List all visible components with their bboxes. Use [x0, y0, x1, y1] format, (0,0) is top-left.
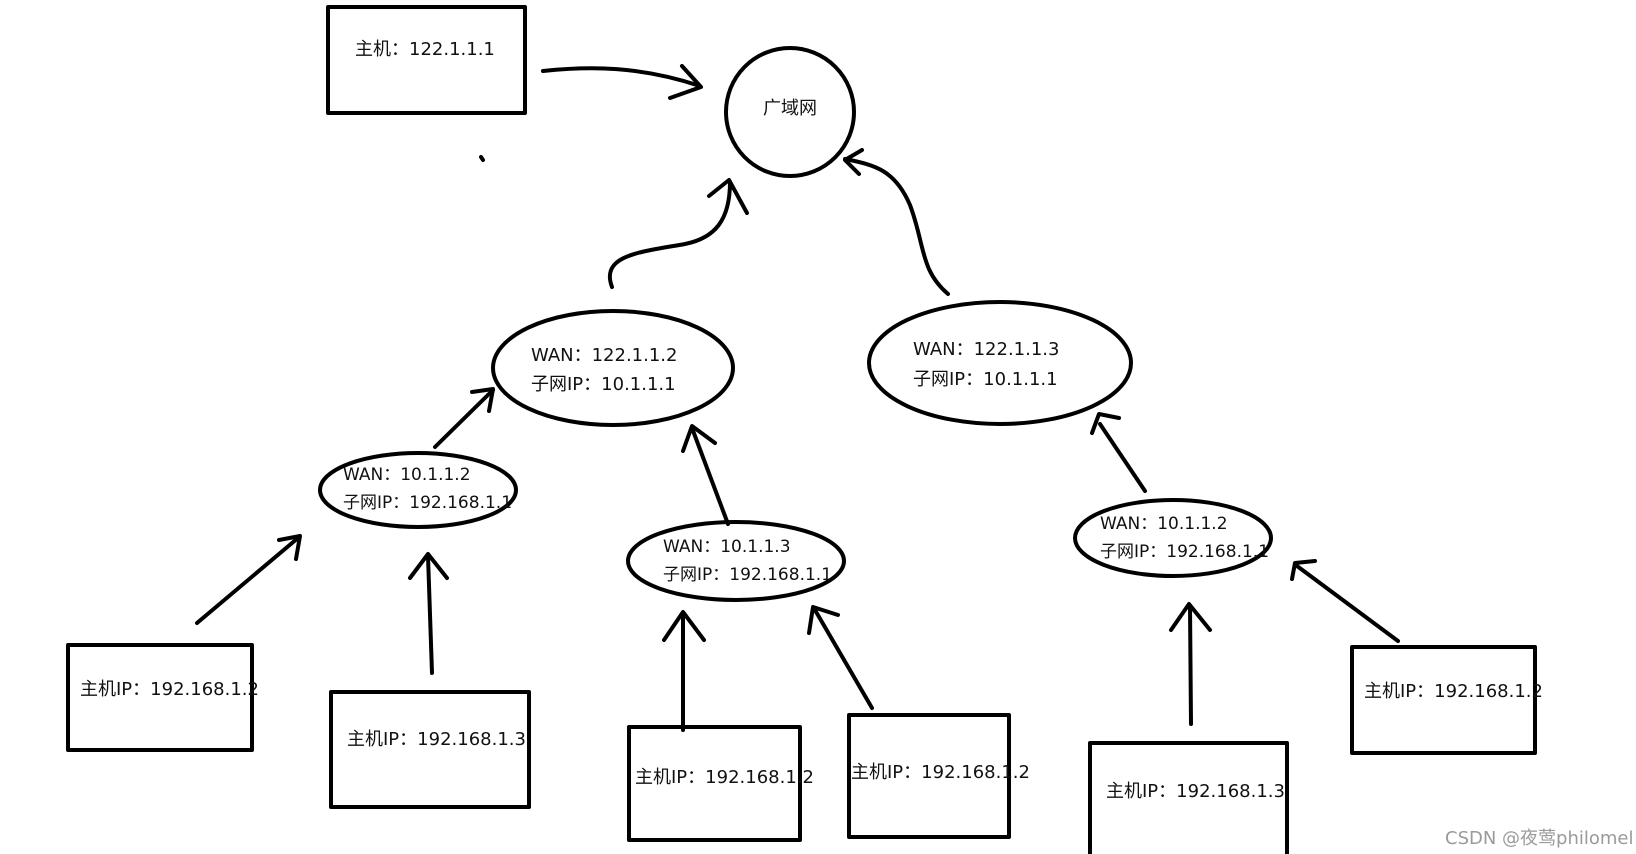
arrow-host-3-to-router-left-sub-b	[662, 610, 706, 732]
host-label-2: 主机IP：192.168.1.3	[347, 729, 526, 750]
arrow-host-2-to-router-left-sub-a	[408, 552, 449, 675]
watermark: CSDN @夜莺philomel	[1445, 828, 1634, 849]
arrow-router-left-to-wan	[607, 178, 749, 289]
public-host-box: 主机：122.1.1.1	[326, 5, 527, 115]
host-label-1: 主机IP：192.168.1.2	[80, 679, 259, 700]
arrow-router-right-to-wan	[843, 148, 950, 296]
public-host-label: 主机：122.1.1.1	[355, 39, 495, 60]
arrow-left-sub-a-to-router-left	[433, 387, 495, 449]
arrow-host-1-to-router-left-sub-a	[195, 534, 302, 625]
host-box-3: 主机IP：192.168.1.2	[627, 725, 814, 842]
router-left-sub-a: WAN：10.1.1.2 子网IP：192.168.1.1	[318, 451, 518, 529]
router-left-subnet: 子网IP：10.1.1.1	[531, 374, 676, 395]
router-left-sub-b-subnet: 子网IP：192.168.1.1	[663, 565, 832, 585]
router-right-sub: WAN：10.1.1.2 子网IP：192.168.1.1	[1073, 498, 1273, 578]
host-box-1: 主机IP：192.168.1.2	[66, 643, 259, 752]
arrow-left-sub-b-to-router-left	[681, 424, 730, 526]
host-label-5: 主机IP：192.168.1.3	[1106, 781, 1285, 802]
router-right: WAN：122.1.1.3 子网IP：10.1.1.1	[867, 300, 1133, 426]
host-box-2: 主机IP：192.168.1.3	[329, 690, 531, 809]
arrow-public-host-to-wan	[541, 64, 703, 100]
arrow-host-4-to-router-left-sub-b	[807, 605, 874, 710]
router-left-sub-a-subnet: 子网IP：192.168.1.1	[343, 493, 512, 513]
wan-node: 广域网	[724, 46, 856, 178]
host-label-6: 主机IP：192.168.1.2	[1364, 681, 1543, 702]
arrow-right-sub-to-router-right	[1090, 412, 1147, 493]
router-left-sub-a-wan: WAN：10.1.1.2	[343, 465, 471, 485]
arrow-host-6-to-router-right-sub	[1290, 559, 1400, 643]
router-left-sub-b: WAN：10.1.1.3 子网IP：192.168.1.1	[626, 520, 846, 602]
router-left: WAN：122.1.1.2 子网IP：10.1.1.1	[491, 309, 735, 427]
router-left-sub-b-wan: WAN：10.1.1.3	[663, 537, 791, 557]
host-label-3: 主机IP：192.168.1.2	[635, 767, 814, 788]
router-right-sub-wan: WAN：10.1.1.2	[1100, 514, 1228, 534]
host-box-6: 主机IP：192.168.1.2	[1350, 645, 1543, 755]
router-right-subnet: 子网IP：10.1.1.1	[913, 369, 1058, 390]
stray-mark	[479, 155, 485, 162]
wan-node-label: 广域网	[763, 98, 817, 119]
router-right-sub-subnet: 子网IP：192.168.1.1	[1100, 542, 1269, 562]
host-box-4: 主机IP：192.168.1.2	[847, 713, 1030, 839]
router-left-wan: WAN：122.1.1.2	[531, 345, 677, 366]
host-box-5: 主机IP：192.168.1.3	[1088, 741, 1289, 854]
router-right-wan: WAN：122.1.1.3	[913, 339, 1059, 360]
host-label-4: 主机IP：192.168.1.2	[851, 762, 1030, 783]
arrow-host-5-to-router-right-sub	[1169, 602, 1212, 726]
